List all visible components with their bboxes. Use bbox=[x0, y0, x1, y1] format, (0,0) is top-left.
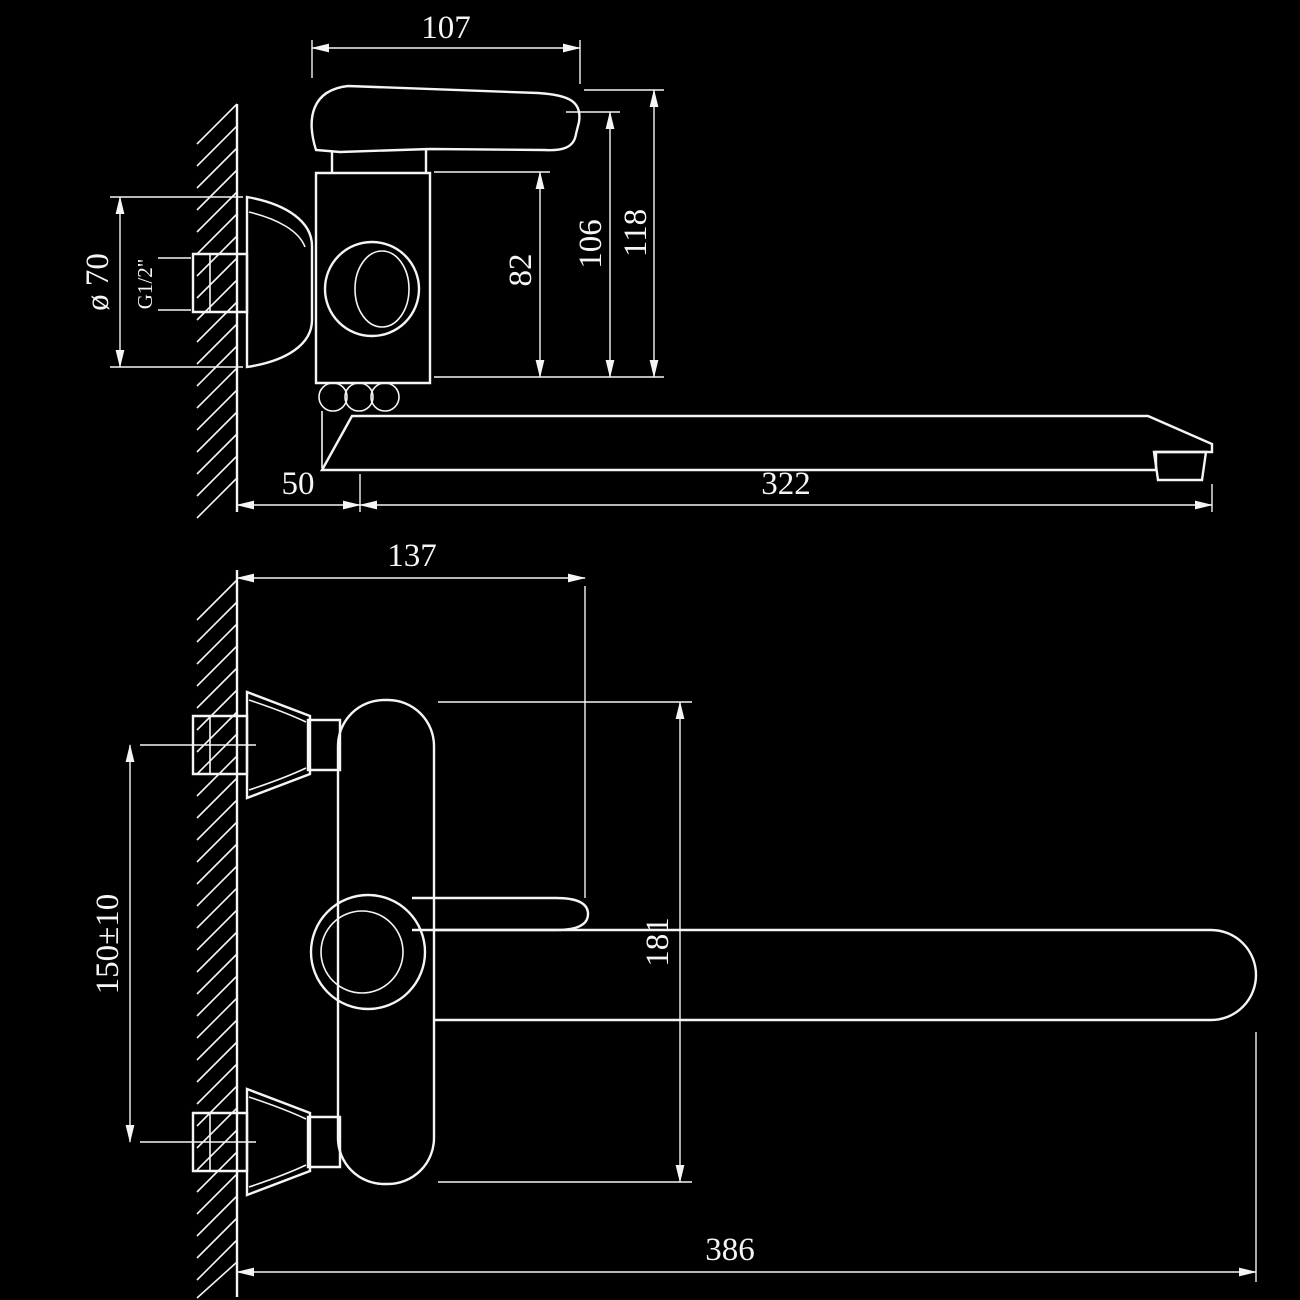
faucet-front bbox=[191, 690, 1258, 1197]
ext-lines bbox=[110, 196, 243, 368]
dim-label-50: 50 bbox=[282, 466, 315, 502]
ext-lines bbox=[434, 171, 664, 378]
dim-82: 82 bbox=[434, 171, 664, 378]
dim-label-82: 82 bbox=[503, 254, 539, 287]
dim-label-118: 118 bbox=[618, 209, 654, 257]
dim-flange-diameter: ø 70 bbox=[80, 196, 243, 368]
escutcheon-side bbox=[245, 195, 314, 369]
escutcheon-top bbox=[245, 690, 312, 800]
dim-386: 386 bbox=[236, 1032, 1257, 1282]
ext-lines bbox=[438, 701, 692, 1183]
handle-neck bbox=[330, 150, 428, 173]
body-front bbox=[336, 698, 436, 1186]
dim-50: 50 bbox=[236, 466, 361, 512]
aerator bbox=[1152, 450, 1208, 482]
dim-label-flange-diameter: ø 70 bbox=[80, 253, 116, 311]
ext-lines bbox=[311, 40, 581, 84]
swivel-rings bbox=[318, 382, 400, 412]
dim-107: 107 bbox=[311, 10, 581, 84]
dim-322: 322 bbox=[359, 466, 1213, 512]
ext-lines bbox=[158, 257, 191, 311]
nut-bottom bbox=[306, 1115, 342, 1169]
body-outline bbox=[314, 171, 432, 385]
dim-label-181: 181 bbox=[640, 917, 676, 967]
escutcheon-bottom bbox=[245, 1087, 312, 1197]
spout-front bbox=[434, 928, 1258, 1022]
handle-hub-circle bbox=[309, 893, 427, 1011]
spout-side bbox=[319, 414, 1214, 472]
escutcheon-top-curves bbox=[248, 699, 307, 791]
dim-181: 181 bbox=[438, 701, 692, 1183]
cartridge-ellipse bbox=[354, 250, 410, 328]
escutcheon-curve bbox=[248, 211, 306, 248]
wall-hatch-front bbox=[196, 579, 238, 1299]
handle-outline bbox=[310, 84, 581, 154]
dim-label-137: 137 bbox=[387, 538, 437, 574]
side-view: 107 118 106 82 ø 70 G1/2" bbox=[80, 10, 1214, 519]
dim-150: 150±10 bbox=[90, 744, 256, 1143]
dim-label-107: 107 bbox=[421, 10, 471, 46]
dim-118: 118 bbox=[584, 89, 664, 378]
front-view: 137 150±10 181 386 bbox=[90, 538, 1258, 1299]
dim-thread: G1/2" bbox=[133, 257, 191, 311]
dim-137: 137 bbox=[236, 538, 586, 898]
cartridge-circle bbox=[323, 240, 421, 338]
dim-label-322: 322 bbox=[761, 466, 811, 502]
lever-front bbox=[412, 896, 590, 932]
dim-label-thread: G1/2" bbox=[133, 259, 157, 310]
wall-pipe-side bbox=[191, 252, 249, 314]
escutcheon-bottom-curves bbox=[248, 1096, 307, 1188]
dim-label-106: 106 bbox=[573, 219, 609, 269]
dim-label-386: 386 bbox=[705, 1232, 755, 1268]
wall-hatch-side bbox=[196, 103, 238, 519]
ext-lines bbox=[140, 744, 256, 1143]
dim-label-150: 150±10 bbox=[90, 894, 126, 995]
handle-hub-inner bbox=[320, 910, 404, 994]
faucet-side bbox=[191, 84, 1214, 482]
dim-106: 106 bbox=[566, 111, 620, 378]
nut-top bbox=[306, 718, 342, 772]
